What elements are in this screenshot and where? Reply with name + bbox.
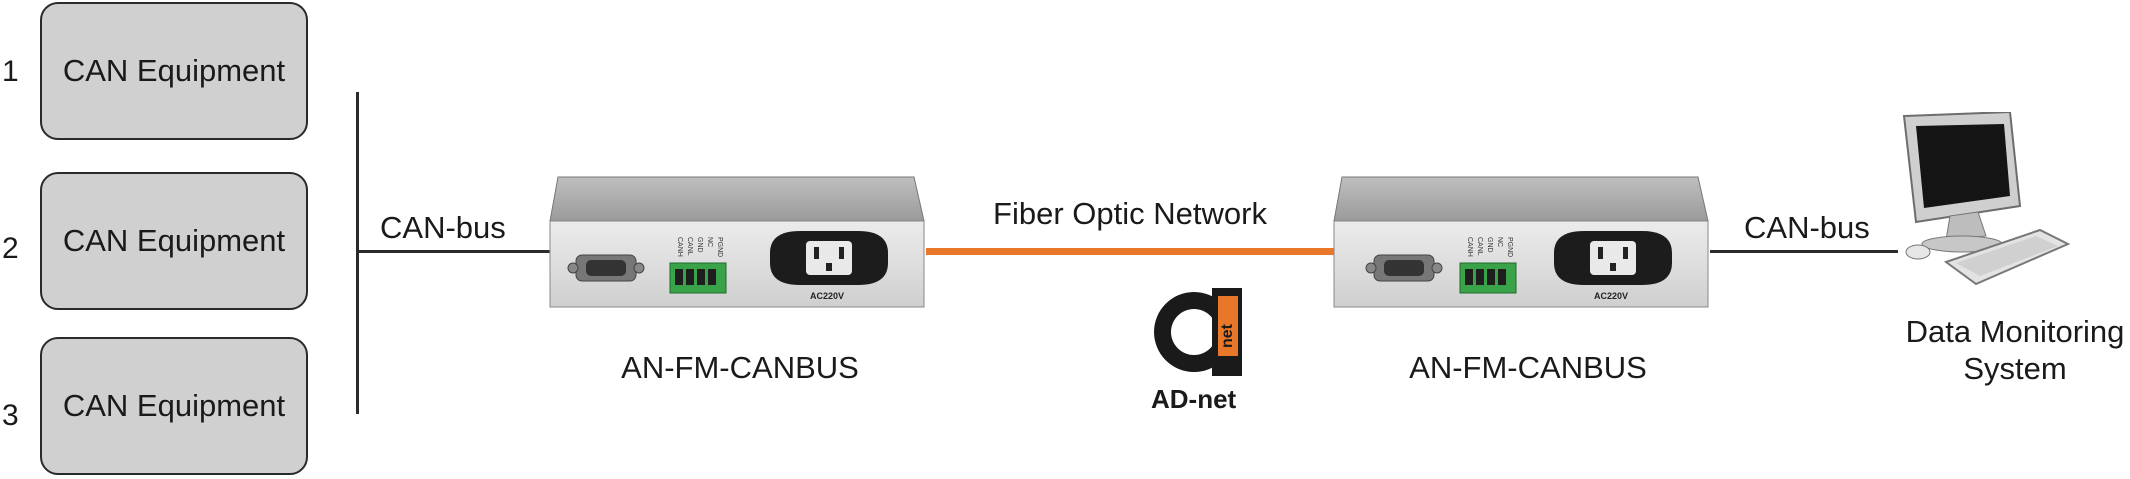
fiber-optic-link (926, 248, 1334, 255)
can-bus-right-connection (1710, 250, 1898, 253)
computer-illustration (1902, 110, 2071, 286)
ad-net-logo: net AD-net (1148, 282, 1258, 414)
terminal-label: NC (706, 237, 713, 247)
can-equipment-1: CAN Equipment (40, 2, 308, 140)
can-equipment-label: CAN Equipment (62, 223, 286, 258)
terminal-label: CANL (1476, 237, 1483, 256)
can-equipment-3: CAN Equipment (40, 337, 308, 475)
converter-device-left: CANH CANL GND NC PGND AC220V (548, 175, 926, 309)
equipment-number-2: 2 (2, 232, 19, 265)
terminal-label: CANH (676, 237, 683, 257)
terminal-label: CANL (686, 237, 693, 256)
terminal-label: CANH (1466, 237, 1473, 257)
device-model-right: AN-FM-CANBUS (1409, 350, 1647, 385)
converter-device-illustration: CANH CANL GND NC PGND AC220V (549, 176, 925, 308)
monitor-label-line1: Data Monitoring (1905, 314, 2125, 349)
terminal-label: NC (1496, 237, 1503, 247)
can-bus-left-label: CAN-bus (380, 210, 506, 245)
power-label: AC220V (810, 291, 844, 301)
converter-device-illustration: CANH CANL GND NC PGND AC220V (1333, 176, 1709, 308)
can-equipment-label: CAN Equipment (62, 388, 286, 423)
can-equipment-2: CAN Equipment (40, 172, 308, 310)
can-bus-right-label: CAN-bus (1744, 210, 1870, 245)
can-equipment-label: CAN Equipment (62, 53, 286, 88)
can-bus-vertical-line (356, 92, 359, 414)
terminal-label: PGND (716, 237, 723, 257)
ad-net-logo-mark: net (1154, 288, 1242, 376)
converter-device-right: CANH CANL GND NC PGND AC220V (1332, 175, 1710, 309)
fiber-optic-label: Fiber Optic Network (993, 196, 1267, 231)
terminal-label: GND (1486, 237, 1493, 253)
device-model-left: AN-FM-CANBUS (621, 350, 859, 385)
can-bus-left-connection (358, 250, 551, 253)
logo-net-text: net (1219, 323, 1236, 348)
monitor-label-line2: System (1963, 351, 2067, 386)
terminal-label: GND (696, 237, 703, 253)
equipment-number-1: 1 (2, 55, 19, 88)
power-label: AC220V (1594, 291, 1628, 301)
terminal-label: PGND (1506, 237, 1513, 257)
equipment-number-3: 3 (2, 399, 19, 432)
computer-icon (1890, 110, 2071, 302)
logo-brand-text: AD-net (1151, 384, 1237, 414)
